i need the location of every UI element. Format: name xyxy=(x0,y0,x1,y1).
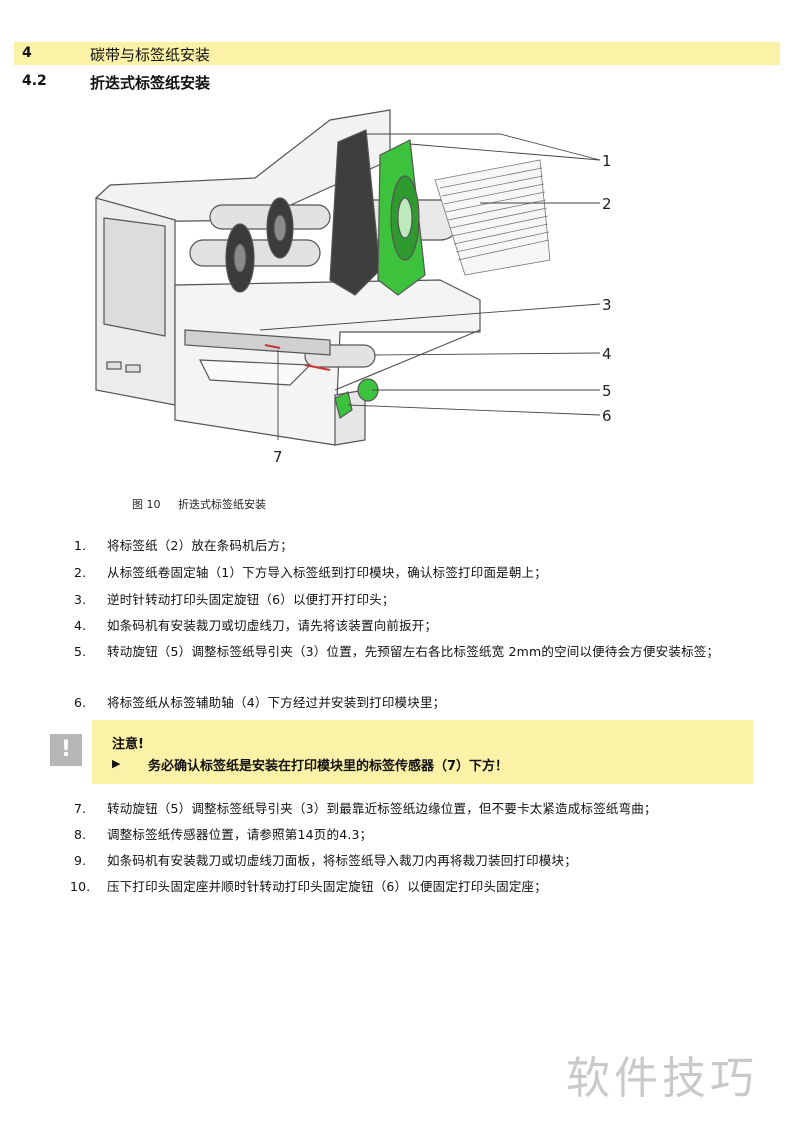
step-text: 逆时针转动打印头固定旋钮（6）以便打开打印头； xyxy=(107,592,395,607)
step-number: 4. xyxy=(74,618,87,633)
step-number: 6. xyxy=(74,695,87,710)
section-number: 4.2 xyxy=(22,73,47,89)
figure-caption-label: 图 10 xyxy=(132,498,161,511)
step-text: 转动旋钮（5）调整标签纸导引夹（3）位置，先预留左右各比标签纸宽 2mm的空间以… xyxy=(107,644,720,659)
callout-2: 2 xyxy=(602,195,612,213)
step-number: 10. xyxy=(70,879,91,894)
step-text: 压下打印头固定座并顺时针转动打印头固定旋钮（6）以便固定打印头固定座； xyxy=(107,879,547,894)
arrow-icon: ▶ xyxy=(112,757,121,770)
step-number: 1. xyxy=(74,538,87,553)
chapter-title: 碳带与标签纸安装 xyxy=(90,46,211,64)
step-number: 7. xyxy=(74,801,87,816)
step-text: 将标签纸从标签辅助轴（4）下方经过并安装到打印模块里； xyxy=(107,695,446,710)
watermark: 软件技巧 xyxy=(566,1053,758,1104)
callout-1: 1 xyxy=(602,152,612,170)
callout-4: 4 xyxy=(602,345,612,363)
step-number: 2. xyxy=(74,565,87,580)
callout-6: 6 xyxy=(602,407,612,425)
step-number: 9. xyxy=(74,853,87,868)
figure-caption-text: 折迭式标签纸安装 xyxy=(178,498,266,511)
notice-title: 注意! xyxy=(112,737,144,752)
step-number: 8. xyxy=(74,827,87,842)
step-text: 从标签纸卷固定轴（1）下方导入标签纸到打印模块，确认标签打印面是朝上； xyxy=(107,565,547,580)
chapter-number: 4 xyxy=(22,45,32,61)
notice-text: 务必确认标签纸是安装在打印模块里的标签传感器（7）下方！ xyxy=(148,759,509,774)
callout-5: 5 xyxy=(602,382,612,400)
notice-box: 注意! ▶ 务必确认标签纸是安装在打印模块里的标签传感器（7）下方！ xyxy=(92,720,753,784)
chapter-header: 4 碳带与标签纸安装 xyxy=(14,42,780,65)
callout-3: 3 xyxy=(602,296,612,314)
step-text: 调整标签纸传感器位置，请参照第14页的4.3； xyxy=(107,827,373,842)
printer-illustration: 1 2 3 4 5 6 7 xyxy=(95,109,612,466)
step-text: 将标签纸（2）放在条码机后方； xyxy=(107,538,293,553)
step-number: 5. xyxy=(74,644,87,659)
callout-7: 7 xyxy=(273,448,283,466)
step-text: 如条码机有安装裁刀或切虚线刀面板，将标签纸导入裁刀内再将裁刀装回打印模块； xyxy=(107,853,577,868)
exclamation-icon: ! xyxy=(50,734,82,766)
step-number: 3. xyxy=(74,592,87,607)
step-text: 如条码机有安装裁刀或切虚线刀，请先将该装置向前扳开； xyxy=(107,618,438,633)
step-text: 转动旋钮（5）调整标签纸导引夹（3）到最靠近标签纸边缘位置，但不要卡太紧造成标签… xyxy=(107,801,657,816)
figure-caption: 图 10 折迭式标签纸安装 xyxy=(132,496,280,512)
section-title: 折迭式标签纸安装 xyxy=(90,74,211,92)
